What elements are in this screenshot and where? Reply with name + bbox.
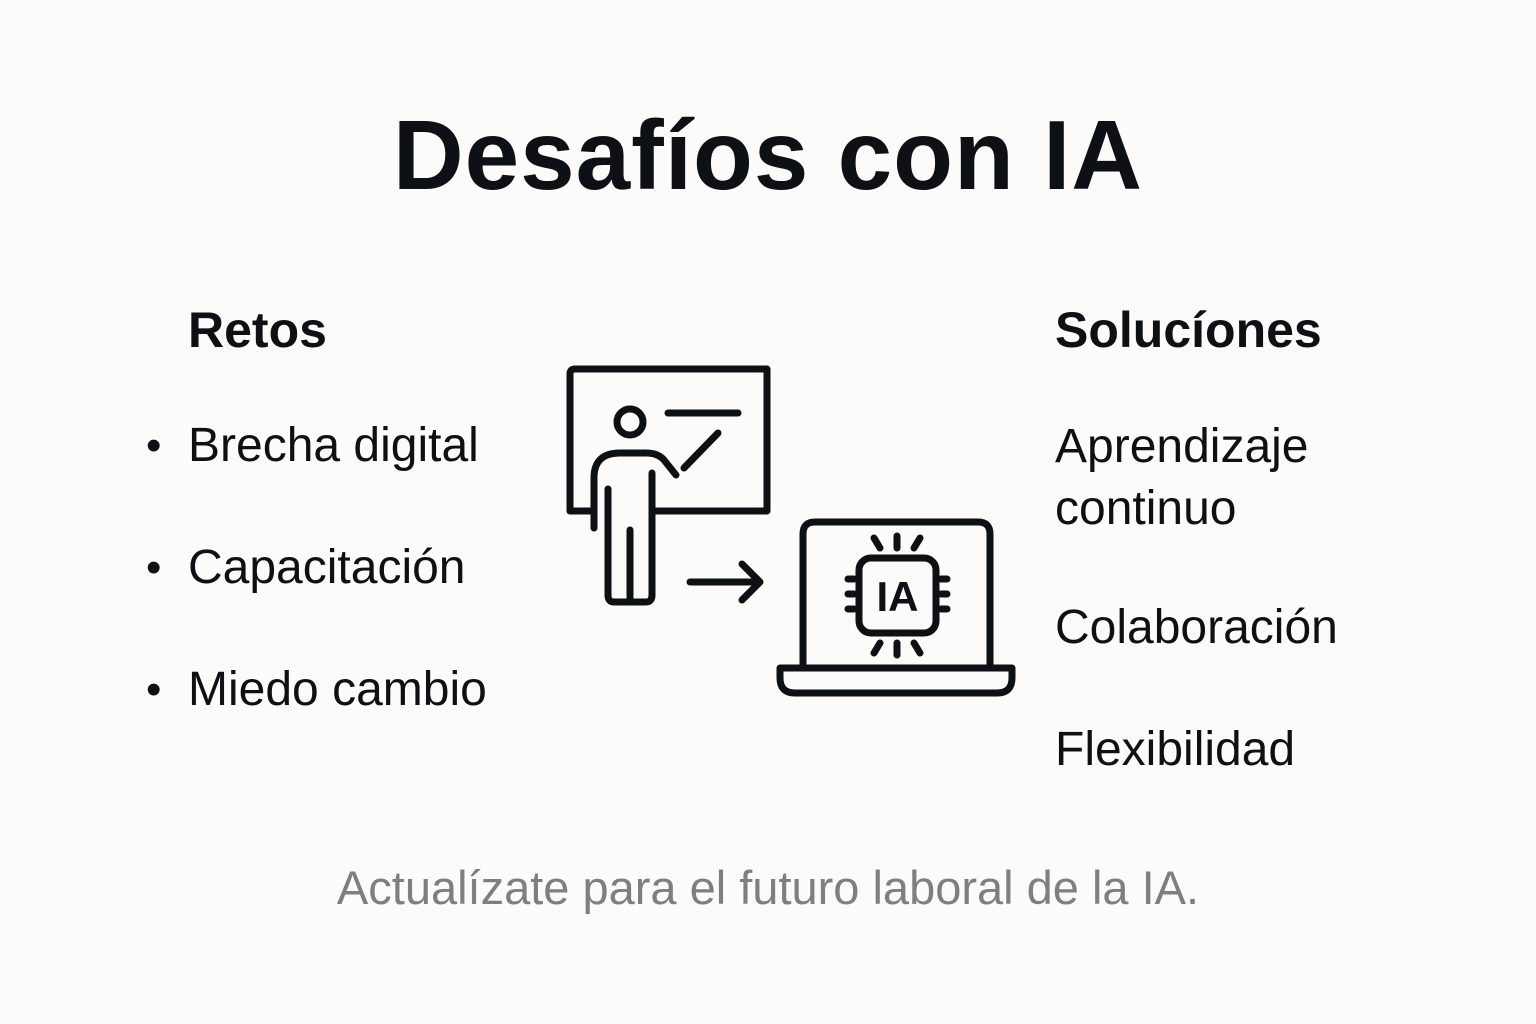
arrow-right-icon bbox=[686, 560, 764, 604]
soluciones-item: Flexibilidad bbox=[1055, 723, 1296, 776]
soluciones-heading: Solucíones bbox=[1055, 302, 1322, 358]
chip-label: IA bbox=[877, 573, 919, 620]
footer-caption: Actualízate para el futuro laboral de la… bbox=[336, 861, 1200, 914]
retos-item-label: Miedo cambio bbox=[188, 663, 487, 716]
retos-item: • Capacitación bbox=[146, 538, 466, 598]
teacher-at-whiteboard-icon bbox=[566, 365, 771, 606]
page-title: Desafíos con IA bbox=[392, 100, 1144, 210]
illustration: IA bbox=[550, 350, 1030, 710]
bullet-icon: • bbox=[146, 543, 162, 592]
soluciones-item: Aprendizaje continuo bbox=[1055, 420, 1309, 535]
retos-heading: Retos bbox=[188, 302, 327, 358]
bullet-icon: • bbox=[146, 421, 162, 470]
bullet-icon: • bbox=[146, 665, 162, 714]
ai-chip-icon: IA bbox=[844, 532, 951, 659]
retos-item: • Brecha digital bbox=[146, 416, 479, 476]
retos-item-label: Capacitación bbox=[188, 541, 466, 594]
laptop-icon bbox=[776, 518, 1016, 697]
soluciones-item: Colaboración bbox=[1055, 601, 1338, 654]
retos-item-label: Brecha digital bbox=[188, 419, 479, 472]
retos-item: • Miedo cambio bbox=[146, 660, 487, 720]
